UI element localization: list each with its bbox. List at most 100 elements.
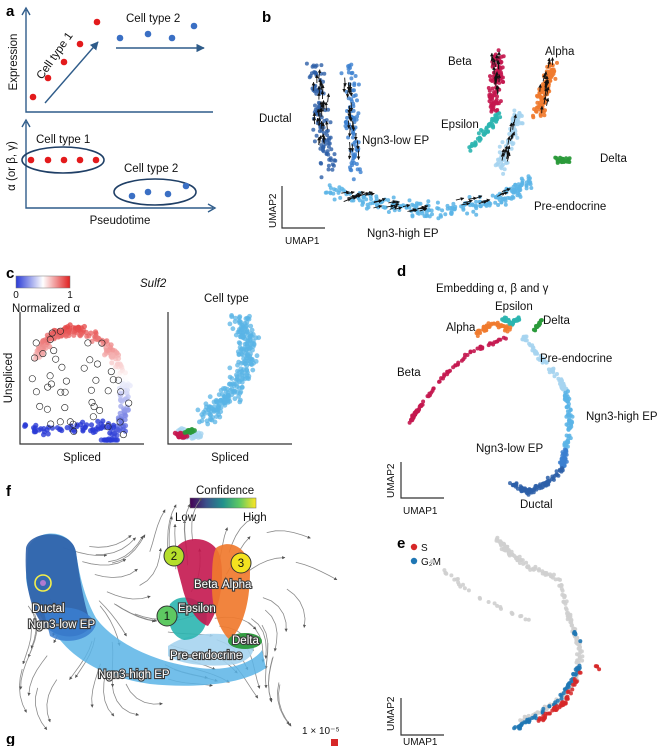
velocity-arrow — [356, 140, 360, 150]
ngn3-low-cell — [350, 70, 355, 75]
g2m-cell — [573, 632, 578, 637]
ngn3-high-cell — [488, 201, 493, 206]
phase-cell — [80, 327, 86, 333]
ngn3-high-cell — [493, 200, 498, 205]
velocity-circle — [69, 420, 77, 428]
celltype-cell — [240, 376, 246, 381]
celltype-cell — [238, 334, 243, 340]
ngn3-high-cell — [414, 201, 419, 206]
e-legend-s: S — [421, 543, 428, 554]
streamline — [278, 684, 292, 727]
alpha-cell — [487, 324, 492, 329]
velocity-arrow — [347, 150, 352, 160]
pre-endocrine-cell — [500, 140, 505, 145]
ngn3-low-cell — [564, 448, 568, 453]
s-cell — [597, 667, 602, 672]
pre-endocrine-cell — [501, 171, 506, 176]
beta-cell — [498, 66, 503, 71]
epsilon-cell — [513, 318, 518, 323]
background-cell — [504, 547, 509, 552]
background-cell — [533, 566, 538, 571]
phase-cell — [109, 354, 115, 360]
ngn3-high-cell — [440, 208, 445, 213]
streamline — [18, 668, 27, 713]
background-cell — [544, 707, 549, 712]
ngn3-high-cell — [334, 188, 339, 192]
beta-cell — [488, 77, 493, 82]
phase-cell — [118, 403, 124, 409]
ngn3-high-cell — [502, 196, 507, 201]
streamline — [264, 609, 278, 652]
ngn3-high-cell — [324, 190, 329, 195]
g2m-cell — [576, 665, 581, 670]
g-scale-label: 1 × 10⁻⁵ — [302, 726, 340, 737]
ductal-cell — [519, 485, 524, 490]
g2m-cell — [530, 716, 535, 720]
ductal-cell — [313, 87, 318, 92]
velocity-circle — [125, 399, 133, 407]
phase-cell — [106, 437, 112, 443]
panel-a-bottom-yarrow — [21, 118, 31, 128]
ngn3-high-cell — [526, 176, 531, 181]
phase-cell — [55, 329, 61, 335]
velocity-arrow — [317, 85, 321, 94]
celltype-cell — [249, 327, 255, 333]
velocity-circle — [117, 388, 125, 396]
d-label-ngn3-high: Ngn3-high EP — [586, 411, 657, 423]
celltype-cell — [218, 409, 224, 415]
background-cell — [526, 617, 531, 622]
pre-endocrine-cell — [555, 372, 559, 376]
s-cell — [564, 695, 569, 700]
ngn3-low-cell — [355, 98, 359, 103]
velocity-circle — [84, 339, 92, 347]
background-cell — [466, 588, 471, 593]
velocity-arrow — [390, 203, 400, 208]
phase-cell — [37, 346, 43, 352]
phase-cell — [39, 339, 46, 345]
velocity-circle — [48, 329, 56, 337]
background-cell — [548, 572, 553, 577]
alpha-cell — [501, 324, 506, 328]
background-cell — [577, 646, 582, 651]
streamline — [111, 534, 146, 564]
ngn3-high-cell — [443, 212, 448, 217]
panel-a-top-points — [29, 18, 198, 101]
panel-b-umap-points — [304, 48, 572, 221]
pre-endocrine-cell — [544, 360, 549, 365]
celltype-cell — [232, 319, 238, 324]
background-cell — [492, 601, 497, 606]
phase-cell — [122, 407, 128, 413]
velocity-circle — [50, 347, 58, 355]
panel-f: f Confidence Low High 1 2 3 Ductal N — [2, 483, 338, 731]
phase-cell — [102, 437, 108, 443]
ductal-cell — [332, 152, 337, 157]
velocity-circle — [66, 418, 74, 426]
delta-cell — [532, 328, 537, 332]
celltype-cell — [244, 329, 250, 335]
velocity-circle — [80, 364, 88, 372]
streamline — [90, 663, 101, 708]
background-cell — [578, 650, 583, 655]
phase-cell — [61, 326, 67, 332]
panel-c-label: c — [6, 265, 14, 282]
alpha-cell — [531, 113, 535, 118]
f-blob-ngn3-high — [26, 533, 266, 686]
alpha-cell — [504, 324, 509, 329]
velocity-circle — [87, 386, 95, 394]
panel-e-xlabel: UMAP1 — [403, 737, 438, 746]
pre-endocrine-cell — [562, 386, 567, 391]
alpha-cell — [477, 328, 482, 333]
g2m-cell — [534, 716, 539, 721]
celltype-cell — [247, 346, 252, 351]
phase-cell — [122, 370, 128, 376]
ductal-cell — [510, 483, 515, 488]
streamline — [46, 679, 58, 723]
f-colorbar-title: Confidence — [196, 485, 254, 497]
phase-cell — [65, 324, 71, 330]
beta-cell — [421, 399, 426, 404]
phase-cell — [23, 422, 29, 428]
velocity-arrow — [389, 205, 398, 210]
ngn3-high-cell — [564, 392, 569, 397]
phase-cell — [84, 422, 90, 428]
pre-endocrine-cell — [561, 381, 566, 386]
